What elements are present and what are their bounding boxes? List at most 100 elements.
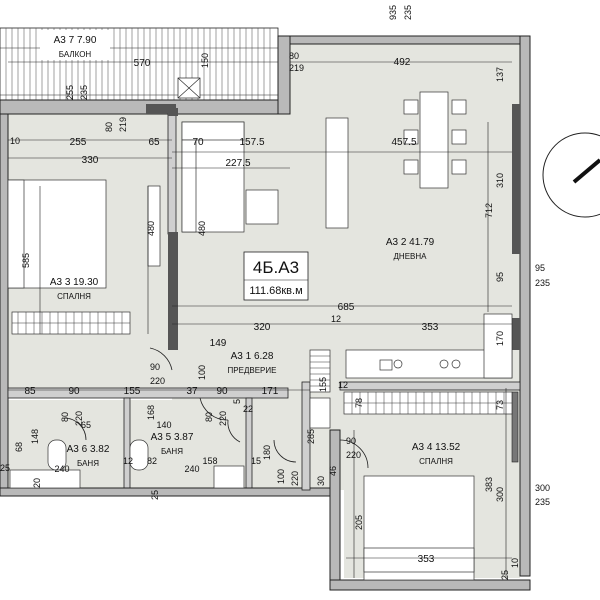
dim-235-right: 235 (535, 278, 550, 288)
dim-78: 78 (354, 398, 364, 408)
dim-100-a: 100 (197, 365, 207, 380)
dim-12-a: 12 (331, 314, 341, 324)
dim-219-top: 219 (289, 63, 304, 73)
dim-492: 492 (394, 57, 411, 68)
walls (0, 35, 531, 591)
room-code-bedroom2: А3 4 13.52 (412, 442, 461, 453)
doors (63, 347, 369, 469)
dim-149: 149 (210, 338, 227, 349)
dim-383: 383 (484, 477, 494, 492)
dim-180: 180 (262, 445, 272, 460)
dim-80-d: 80 (204, 412, 214, 422)
dim-240-b: 240 (184, 464, 199, 474)
dim-235-bottom: 235 (535, 497, 550, 507)
corner-column (168, 108, 178, 116)
balcony-area: А3 7 7.90 БАЛКОН (0, 27, 279, 101)
tv-unit (325, 117, 349, 229)
dim-100-b: 100 (276, 469, 286, 484)
dim-255-vert: 255 (65, 85, 75, 100)
dim-25-c: 25 (500, 570, 510, 580)
dim-300-right: 300 (535, 483, 550, 493)
dim-20: 20 (32, 478, 42, 488)
dim-82: 82 (147, 456, 157, 466)
dim-712: 712 (484, 203, 494, 218)
dim-685: 685 (338, 302, 355, 313)
dim-90-d: 90 (346, 436, 356, 446)
dimension-labels: 935 235 570 150 80 219 492 137 255 235 8… (0, 5, 550, 580)
dim-65-b: 65 (81, 420, 91, 430)
dim-90-b: 90 (68, 386, 80, 397)
dim-137: 137 (495, 67, 505, 82)
room-code-bedroom1: А3 3 19.30 (50, 277, 99, 288)
dim-240-a: 240 (54, 464, 69, 474)
room-name-hall: ПРЕДВЕРИЕ (228, 366, 277, 375)
room-labels: А3 2 41.79 ДНЕВНА А3 3 19.30 СПАЛНЯ А3 1… (50, 237, 461, 468)
dim-95-right: 95 (535, 263, 545, 273)
dim-220-d: 220 (290, 471, 300, 486)
dim-353-bottom: 353 (418, 554, 435, 565)
dim-170: 170 (495, 331, 505, 346)
dim-158: 158 (202, 456, 217, 466)
dim-30: 30 (316, 476, 326, 486)
dim-353-top: 353 (422, 322, 439, 333)
furniture (7, 91, 513, 581)
sink-bath5 (213, 465, 245, 489)
dim-570: 570 (134, 58, 151, 69)
dim-12-b: 12 (338, 380, 348, 390)
dim-70: 70 (192, 137, 204, 148)
dim-310: 310 (495, 173, 505, 188)
dim-12-c: 12 (123, 456, 133, 466)
dim-480-left: 480 (146, 221, 156, 236)
room-code-bath6: А3 6 3.82 (67, 444, 110, 455)
dim-80-c: 80 (60, 412, 70, 422)
stair-shaft (309, 349, 331, 393)
dim-top-235: 235 (403, 5, 413, 20)
apartment-code: 4Б.А3 (253, 258, 299, 277)
dim-90-a: 90 (150, 362, 160, 372)
room-name-bath5: БАНЯ (161, 447, 183, 456)
dim-22: 22 (243, 404, 253, 414)
dim-227-5: 227.5 (225, 158, 250, 169)
dim-157-5: 157.5 (239, 137, 264, 148)
dim-148: 148 (30, 429, 40, 444)
window-column-top (512, 104, 520, 254)
dim-220-a: 220 (150, 376, 165, 386)
dim-220-c: 220 (218, 411, 228, 426)
dim-140: 140 (156, 420, 171, 430)
dining-table (419, 91, 449, 189)
dim-219-mid: 219 (118, 117, 128, 132)
room-name-bedroom1: СПАЛНЯ (57, 292, 91, 301)
room-code-living: А3 2 41.79 (386, 237, 435, 248)
dim-300-vert: 300 (495, 487, 505, 502)
room-name-balcony: БАЛКОН (59, 50, 92, 59)
dim-10: 10 (10, 136, 20, 146)
room-name-bath6: БАНЯ (77, 459, 99, 468)
dim-320: 320 (254, 322, 271, 333)
tub-bath6 (9, 469, 81, 489)
dim-80-top: 80 (289, 51, 299, 61)
dim-457-5: 457.5 (391, 137, 416, 148)
window-bedroom2 (511, 391, 519, 463)
dim-25-a: 25 (0, 463, 10, 473)
dim-25-b: 25 (150, 490, 160, 500)
apartment-badge: 4Б.А3 111.68кв.м (243, 251, 309, 301)
dim-168: 168 (146, 405, 156, 420)
dim-65: 65 (148, 137, 160, 148)
dim-10-b: 10 (510, 558, 520, 568)
dim-220-e: 220 (346, 450, 361, 460)
toilet-bath5 (129, 439, 149, 471)
dim-85: 85 (24, 386, 36, 397)
room-name-living: ДНЕВНА (394, 252, 428, 261)
dim-15: 15 (251, 456, 261, 466)
room-code-bath5: А3 5 3.87 (151, 432, 194, 443)
dim-top-935: 935 (388, 5, 398, 20)
compass (542, 132, 600, 218)
dim-68: 68 (14, 442, 24, 452)
partition-column (168, 232, 178, 350)
dim-155: 155 (124, 386, 141, 397)
room-name-bedroom2: СПАЛНЯ (419, 457, 453, 466)
room-code-balcony: А3 7 7.90 (54, 35, 97, 46)
coffee-table (245, 189, 279, 225)
dim-255: 255 (70, 137, 87, 148)
dim-171: 171 (262, 386, 279, 397)
